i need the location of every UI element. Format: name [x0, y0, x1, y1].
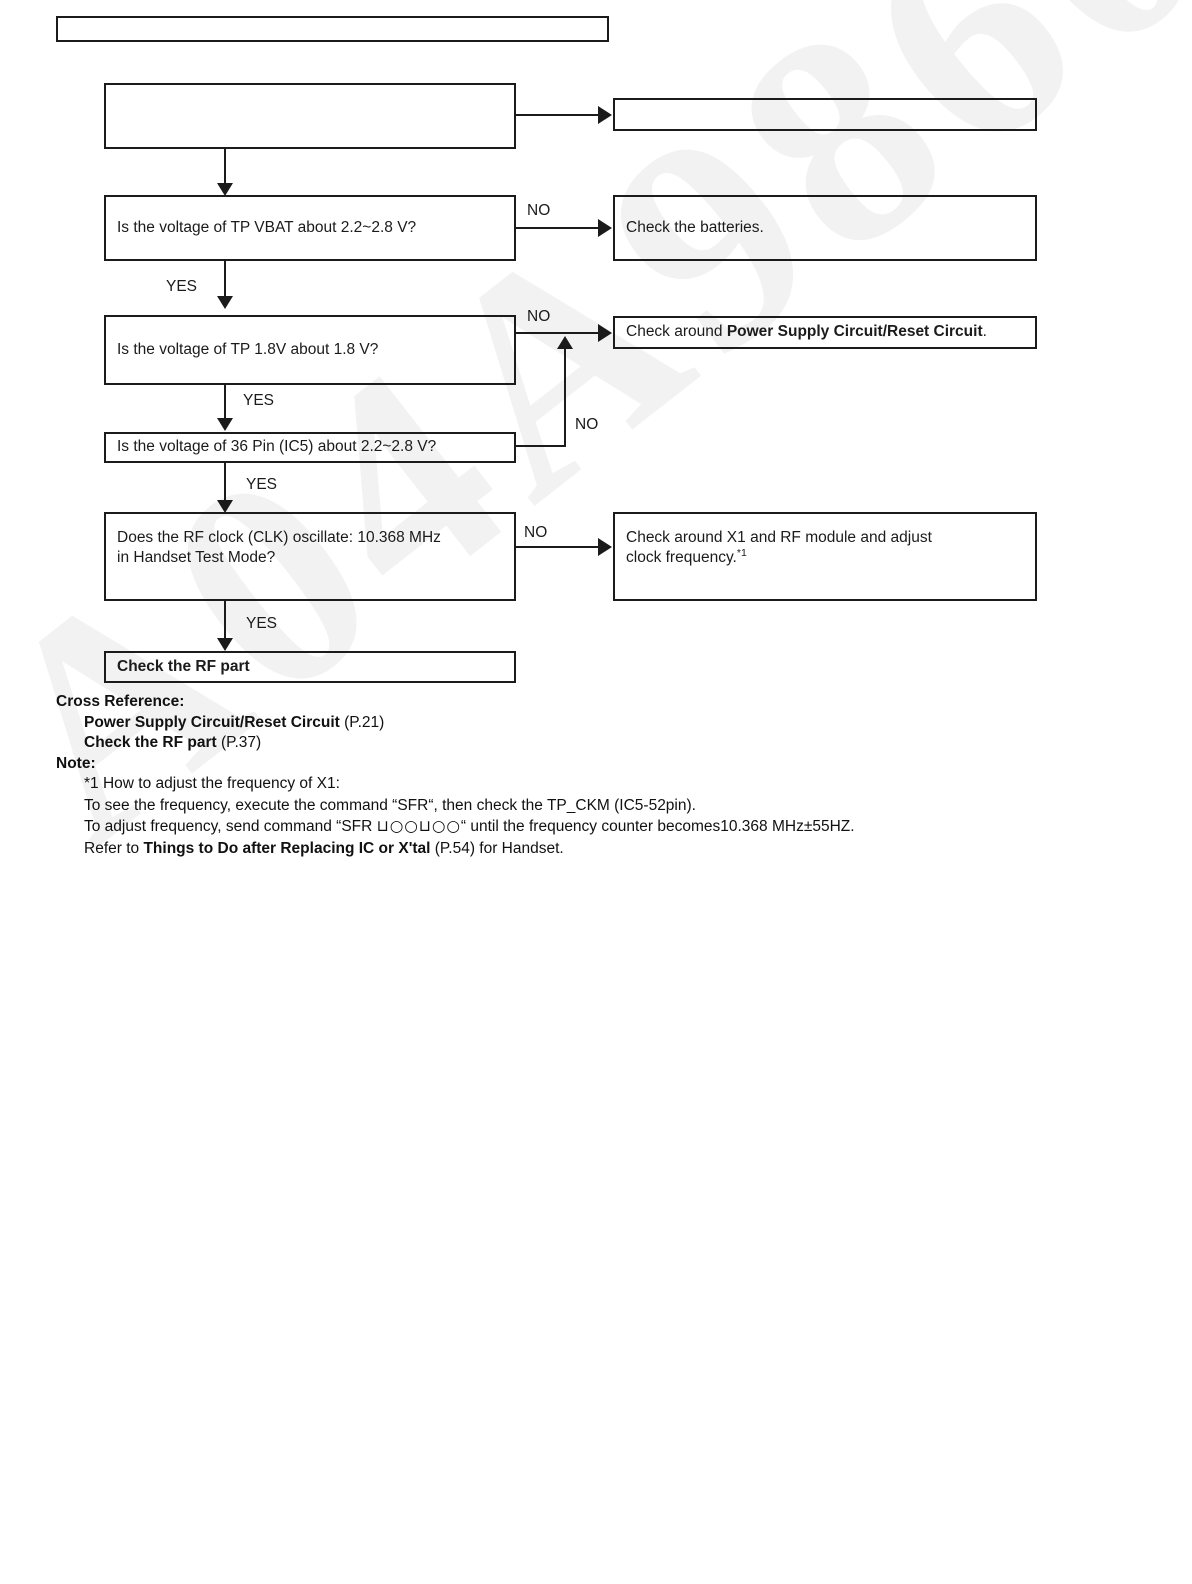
arrowhead-step2-no — [598, 324, 612, 342]
connector-step3-no-horizontal — [516, 445, 566, 447]
arrowhead-start-to-result — [598, 106, 612, 124]
result-power-supply-prefix: Check around — [626, 323, 727, 341]
arrowhead-start-to-step1 — [217, 183, 233, 196]
connector-step2-yes — [224, 385, 226, 421]
question-rf-clock-line1: Does the RF clock (CLK) oscillate: 10.36… — [117, 529, 441, 546]
note-line-4-bold: Things to Do after Replacing IC or X'tal — [143, 839, 431, 857]
cross-reference-item-0-page: (P.21) — [344, 713, 385, 731]
question-rf-clock-text: Does the RF clock (CLK) oscillate: 10.36… — [117, 528, 441, 569]
cross-reference-heading: Cross Reference: — [56, 693, 185, 710]
arrowhead-step3-yes — [217, 500, 233, 513]
edge-label-step4-no: NO — [524, 524, 548, 541]
note-line-3-suffix: “ until the frequency counter becomes10.… — [460, 818, 855, 835]
edge-label-step2-yes: YES — [243, 392, 275, 409]
result-x1-text: Check around X1 and RF module and adjust… — [626, 528, 932, 569]
final-box-check-rf-part: Check the RF part — [104, 651, 516, 683]
question-box-36pin-ic5: Is the voltage of 36 Pin (IC5) about 2.2… — [104, 432, 516, 463]
arrowhead-step4-yes — [217, 638, 233, 651]
connector-step2-no — [516, 332, 600, 334]
result-power-supply-text: Check around Power Supply Circuit/Reset … — [626, 322, 987, 342]
question-box-tp18v: Is the voltage of TP 1.8V about 1.8 V? — [104, 315, 516, 385]
note-line-4-prefix: Refer to — [84, 839, 144, 857]
result-box-power-supply-circuit: Check around Power Supply Circuit/Reset … — [613, 316, 1037, 349]
connector-step3-yes — [224, 463, 226, 501]
arrowhead-step1-yes — [217, 296, 233, 309]
result-x1-footnote-marker: *1 — [736, 547, 747, 560]
edge-label-step3-yes: YES — [246, 476, 278, 493]
final-box-text: Check the RF part — [117, 657, 250, 675]
edge-label-step3-no: NO — [575, 416, 599, 433]
note-line-1: *1 How to adjust the frequency of X1: — [84, 775, 340, 792]
flow-start-box — [104, 83, 516, 149]
cross-reference-item-1-page: (P.37) — [220, 734, 262, 751]
note-line-3: To adjust frequency, send command “SFR ⊔… — [84, 817, 1136, 835]
connector-step1-no — [516, 227, 600, 229]
question-vbat-text: Is the voltage of TP VBAT about 2.2~2.8 … — [117, 218, 417, 236]
edge-label-step1-yes: YES — [166, 278, 198, 295]
result-x1-line2: clock frequency.*1 — [626, 548, 932, 568]
cross-reference-item-1: Check the RF part (P.37) — [84, 735, 1136, 751]
cross-reference-item-0-title: Power Supply Circuit/Reset Circuit — [84, 713, 340, 731]
edge-label-step1-no: NO — [527, 202, 551, 219]
question-36pin-text: Is the voltage of 36 Pin (IC5) about 2.2… — [117, 438, 437, 456]
connector-start-to-result — [516, 114, 600, 116]
note-line-2: To see the frequency, execute the comman… — [84, 796, 696, 814]
note-line-4-suffix: (P.54) for Handset. — [430, 839, 564, 857]
question-box-rf-clock: Does the RF clock (CLK) oscillate: 10.36… — [104, 512, 516, 601]
connector-step1-yes — [224, 261, 226, 299]
arrowhead-step4-no — [598, 538, 612, 556]
notes-section: Cross Reference: Power Supply Circuit/Re… — [56, 694, 1136, 862]
note-line-3-prefix: To adjust frequency, send command “SFR — [84, 818, 377, 835]
result-box-check-x1-rf-module: Check around X1 and RF module and adjust… — [613, 512, 1037, 601]
arrowhead-step1-no — [598, 219, 612, 237]
note-line-3-symbols: ⊔○○⊔○○ — [376, 817, 461, 835]
arrowhead-step3-no — [557, 336, 573, 349]
result-box-check-batteries: Check the batteries. — [613, 195, 1037, 261]
result-check-batteries-text: Check the batteries. — [626, 218, 764, 236]
result-power-supply-bold: Power Supply Circuit/Reset Circuit — [726, 323, 983, 341]
edge-label-step4-yes: YES — [246, 615, 278, 632]
connector-step3-no-vertical — [564, 348, 566, 447]
arrowhead-step2-yes — [217, 418, 233, 431]
question-rf-clock-line2: in Handset Test Mode? — [117, 549, 276, 567]
connector-step4-yes — [224, 601, 226, 639]
cross-reference-item-0: Power Supply Circuit/Reset Circuit (P.21… — [84, 713, 1136, 731]
result-power-supply-suffix: . — [982, 323, 987, 341]
result-x1-line1: Check around X1 and RF module and adjust — [626, 529, 932, 546]
question-tp18v-text: Is the voltage of TP 1.8V about 1.8 V? — [117, 340, 379, 358]
edge-label-step2-no: NO — [527, 308, 551, 325]
result-x1-line2-text: clock frequency. — [626, 549, 737, 567]
header-bar — [56, 16, 609, 42]
note-heading: Note: — [56, 754, 96, 772]
note-line-4: Refer to Things to Do after Replacing IC… — [84, 839, 1136, 857]
question-box-vbat: Is the voltage of TP VBAT about 2.2~2.8 … — [104, 195, 516, 261]
flow-start-result-box — [613, 98, 1037, 131]
cross-reference-item-1-title: Check the RF part — [84, 734, 217, 751]
connector-step4-no — [516, 546, 600, 548]
connector-start-to-step1 — [224, 149, 226, 185]
